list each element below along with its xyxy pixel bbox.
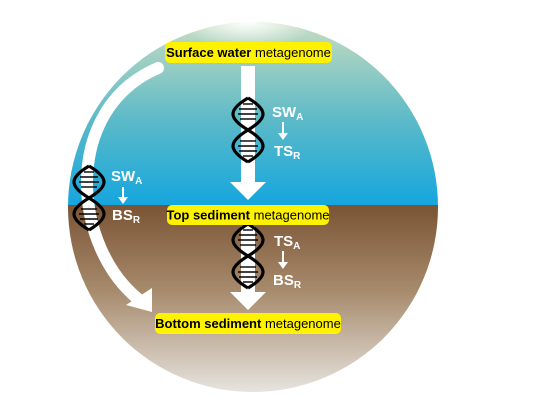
svg-text:Top sediment metagenome: Top sediment metagenome [166,208,329,223]
arrow-surface-to-top [230,66,266,200]
svg-text:Bottom sediment metagenome: Bottom sediment metagenome [155,316,341,331]
svg-text:SWA: SWA [111,168,142,187]
svg-text:SWA: SWA [272,104,303,123]
transfer-sw-to-ts: SWA TSR [272,104,303,162]
transfer-ts-to-bs: TSA BSR [273,233,302,291]
arrow-surface-to-bottom [81,62,164,312]
svg-text:Surface water metagenome: Surface water metagenome [166,45,331,60]
bottom-sediment-label: Bottom sediment metagenome [155,313,341,334]
surface-water-label: Surface water metagenome [165,42,332,63]
sun-glow [177,22,317,48]
top-sediment-label: Top sediment metagenome [166,205,330,225]
svg-text:BSR: BSR [273,272,302,291]
transfer-sw-to-bs: SWA BSR [111,168,142,226]
svg-text:BSR: BSR [112,207,141,226]
svg-text:TSA: TSA [274,233,300,252]
svg-text:TSR: TSR [274,143,301,162]
